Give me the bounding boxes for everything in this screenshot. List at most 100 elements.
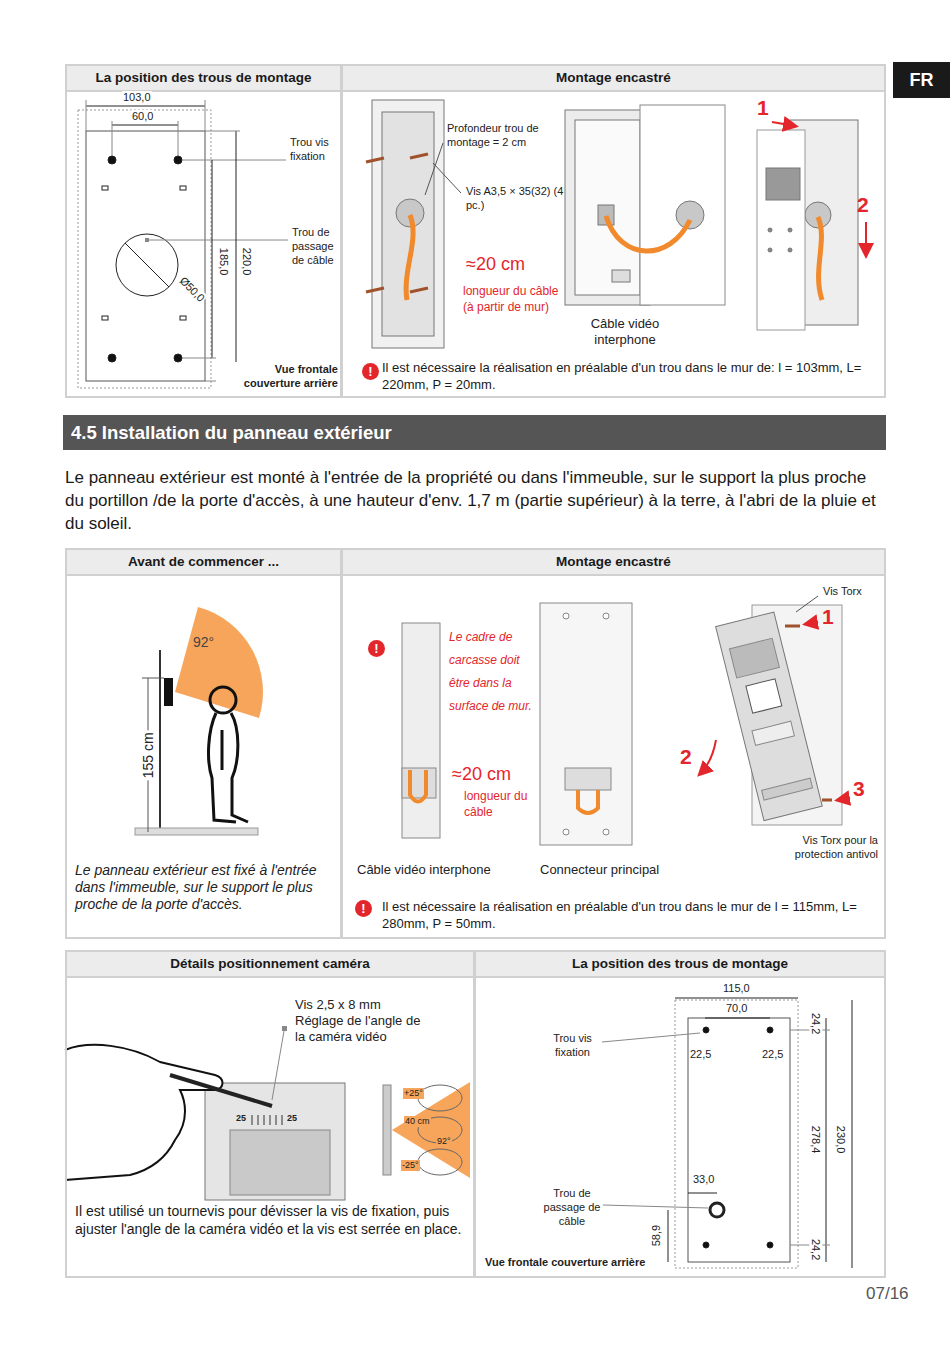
- mounting-plan: [178, 121, 179, 160]
- height-figure: [164, 678, 173, 706]
- camera-adjust: [282, 1115, 283, 1125]
- callout-text: Vis 2,5 x 8 mm Réglage de l'angle de la …: [295, 997, 425, 1045]
- angle-label: 92°: [436, 1136, 452, 1147]
- door-station: [746, 679, 782, 713]
- mounting-plan: [112, 125, 178, 126]
- mounting-plan: [688, 1018, 790, 1262]
- panel-mounting: [578, 790, 598, 813]
- warning-icon: !: [368, 640, 385, 657]
- warning-note: Il est nécessaire la réalisation en préa…: [382, 359, 862, 393]
- panel-mounting: [806, 622, 818, 624]
- table-panel: La position des trous de montage: [474, 950, 886, 1278]
- callout-text: Vis Torx: [823, 584, 862, 598]
- mounting-plan: [78, 110, 211, 388]
- callout-text: Profondeur trou de montage = 2 cm: [447, 121, 557, 149]
- mounting-plan: [852, 1000, 853, 1268]
- monitor-mounting: [410, 288, 428, 292]
- door-station: [729, 638, 779, 678]
- camera-adjust: [392, 1082, 470, 1178]
- view-caption: Vue frontale couverture arrière: [485, 1255, 645, 1269]
- page-number: 07/16: [866, 1284, 909, 1304]
- mounting-plan: [675, 998, 798, 999]
- panel-mounting: [402, 596, 850, 845]
- warning-note: Le cadre de carcasse doit être dans la s…: [449, 626, 537, 718]
- warning-note: Il est nécessaire la réalisation en préa…: [382, 898, 862, 932]
- dimension: 22,5: [689, 1048, 712, 1061]
- node-heading: Montage encastré: [343, 66, 884, 92]
- node-heading: La position des trous de montage: [67, 66, 340, 92]
- monitor-mounting: [366, 100, 866, 348]
- door-station: [752, 721, 794, 745]
- step-number: 2: [680, 744, 692, 769]
- node-heading: La position des trous de montage: [476, 952, 884, 978]
- mounting-plan: [205, 131, 240, 132]
- mounting-plan: [108, 156, 116, 164]
- language-tab: FR: [893, 62, 950, 98]
- cable-length: ≈20 cm: [466, 254, 525, 276]
- section-band: 4.5 Installation du panneau extérieur: [63, 415, 886, 450]
- callout-text: Vis Torx pour la protection antivol: [760, 833, 878, 861]
- monitor-mounting: [768, 248, 772, 252]
- node-heading: 4.5 Installation du panneau extérieur: [63, 415, 886, 450]
- dimension: 70,0: [725, 1002, 748, 1015]
- mounting-plan: [86, 131, 205, 381]
- mounting-plan: [182, 358, 216, 359]
- mounting-plan: [180, 316, 186, 320]
- callout-text: Trou vis fixation: [290, 135, 345, 163]
- panel-mounting: [402, 768, 436, 798]
- dimension: 103,0: [122, 91, 152, 104]
- callout-text: Connecteur principal: [540, 862, 659, 878]
- height-figure: [175, 607, 263, 718]
- camera-adjust: [205, 1083, 345, 1200]
- mounting-plan: [767, 1242, 773, 1248]
- mounting-plan: [767, 1027, 773, 1033]
- dimension: 24,2: [809, 1012, 822, 1035]
- body-text: Il est utilisé un tournevis pour dévisse…: [75, 1202, 475, 1238]
- panel-mounting: [822, 799, 832, 802]
- camera-adjust: [418, 1085, 462, 1111]
- mounting-plan: [705, 1018, 770, 1019]
- monitor-mounting: [425, 143, 443, 195]
- monitor-mounting: [382, 112, 434, 336]
- camera-adjust: [272, 1031, 284, 1100]
- cable-length-note: longueur du câble: [464, 788, 534, 820]
- dimension: 185,0: [217, 247, 230, 277]
- mounting-plan: [174, 354, 182, 362]
- monitor-mounting: [366, 158, 384, 162]
- mounting-plan: [86, 106, 205, 107]
- dimension: 155 cm: [140, 730, 157, 780]
- height-figure: [159, 650, 161, 830]
- dimension: 115,0: [722, 982, 751, 995]
- dimension: 22,5: [761, 1048, 784, 1061]
- mounting-plan: [112, 121, 113, 160]
- dimension: 24,2: [809, 1238, 822, 1261]
- mounting-plan: [145, 238, 149, 242]
- panel-mounting: [565, 768, 611, 790]
- callout-text: Câble vidéo interphone: [575, 316, 675, 348]
- mounting-plan: [108, 354, 116, 362]
- mounting-plan: [603, 1205, 708, 1208]
- camera-adjust: [65, 1026, 470, 1200]
- mounting-plan: [102, 186, 108, 190]
- cable-length-note: longueur du câble (à partir de mur): [463, 283, 568, 315]
- panel-mounting: [563, 613, 569, 619]
- dimension: 278,4: [809, 1125, 822, 1155]
- monitor-mounting: [766, 168, 800, 200]
- mounting-plan: [180, 186, 186, 190]
- view-caption: Vue frontale couverture arrière: [216, 362, 338, 390]
- step-number: 3: [853, 776, 865, 801]
- door-station: [762, 778, 813, 800]
- warning-icon: !: [355, 900, 372, 917]
- node-heading: Détails positionnement caméra: [67, 952, 473, 978]
- callout-text: Trou de passage de câble: [543, 1186, 601, 1228]
- mounting-plan: [675, 1000, 798, 1268]
- panel-mounting: [700, 740, 716, 774]
- node-heading: FR: [893, 62, 950, 98]
- dimension: 60,0: [131, 110, 154, 123]
- dimension: 33,0: [692, 1173, 715, 1186]
- monitor-mounting: [768, 228, 772, 232]
- door-station: [716, 612, 823, 821]
- angle-label: 92°: [193, 634, 214, 651]
- mounting-plan: [205, 100, 206, 131]
- step-number: 1: [757, 95, 769, 120]
